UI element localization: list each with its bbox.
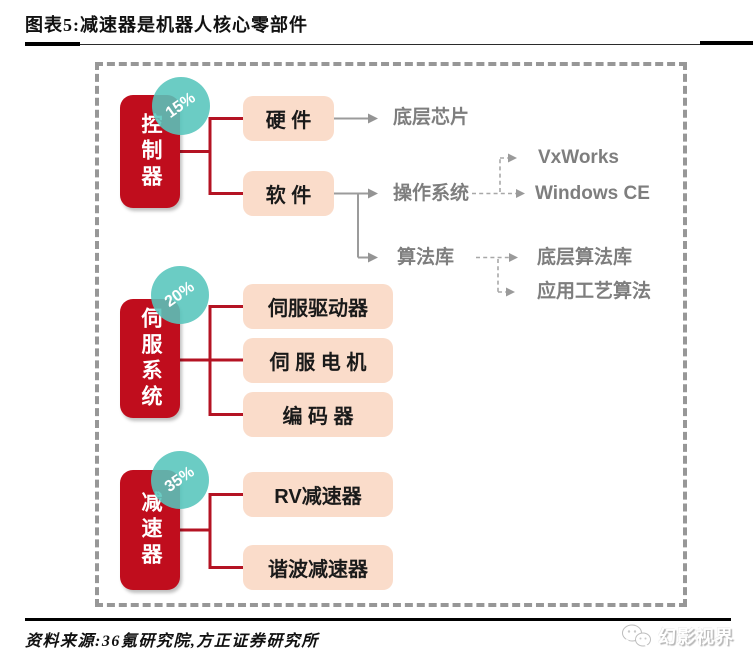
title-rule-line [80,44,700,45]
component-node-servo-driver: 伺服驱动器 [243,284,393,329]
diagram-panel [95,62,687,607]
source-text: 资料来源:36氪研究院,方正证券研究所 [25,633,319,650]
label-operating-system: 操作系统 [393,183,470,204]
title-rule-left [25,42,80,46]
label-underlying-algorithm-library: 底层算法库 [537,247,633,268]
share-value: 35% [161,463,198,496]
share-badge-servo: 20% [151,266,209,324]
component-node-servo-motor: 伺 服 电 机 [243,338,393,383]
component-node-harmonic-reducer: 谐波减速器 [243,545,393,590]
label-underlying-chip: 底层芯片 [393,107,470,128]
wechat-bubbles-icon [622,624,651,648]
share-badge-reducer: 35% [151,451,209,509]
figure-title: 图表5:减速器是机器人核心零部件 [25,15,308,35]
footer-rule [25,618,731,621]
share-value: 20% [161,278,198,311]
watermark-text: 幻影视界 [658,627,734,647]
component-node-hardware: 硬 件 [243,96,334,141]
share-value: 15% [162,89,199,122]
label-application-process-algorithm: 应用工艺算法 [537,281,652,302]
label-vxworks: VxWorks [538,147,619,168]
title-rule-right [700,41,753,45]
component-node-encoder: 编 码 器 [243,392,393,437]
label-windows-ce: Windows CE [535,183,650,204]
watermark: 幻影视界 [620,622,734,650]
share-badge-controller: 15% [152,77,210,135]
component-node-rv-reducer: RV减速器 [243,472,393,517]
label-algorithm-library: 算法库 [397,247,455,268]
component-node-software: 软 件 [243,171,334,216]
